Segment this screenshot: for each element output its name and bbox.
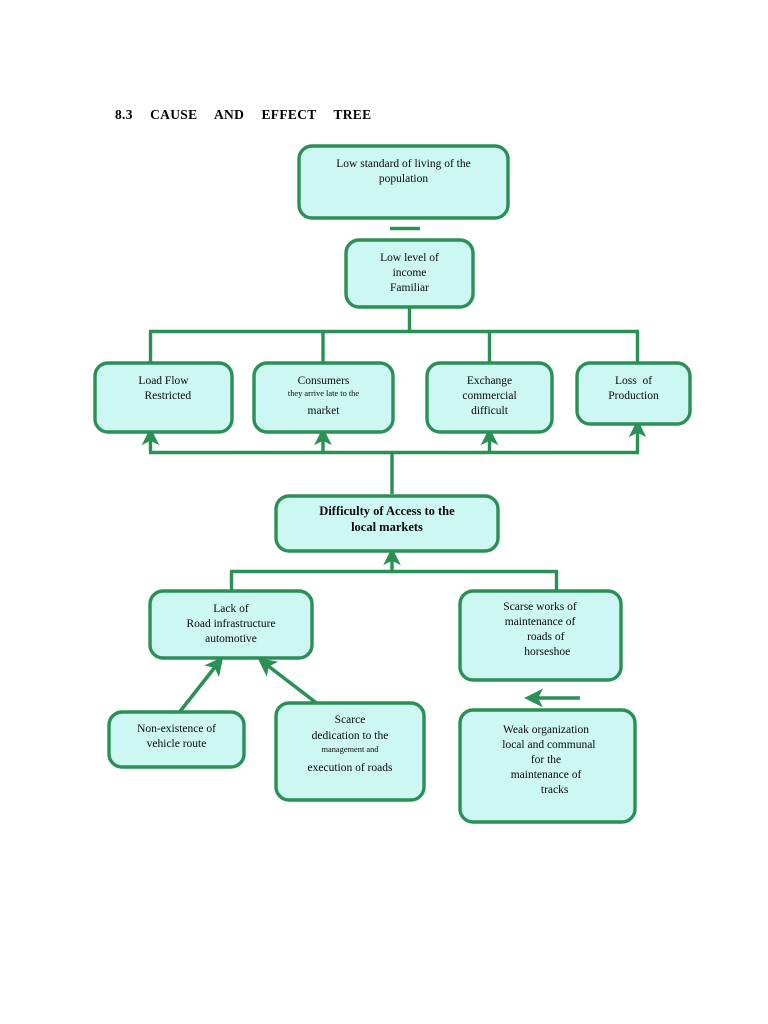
node-box-shape [107, 710, 246, 769]
node-line: maintenance of [505, 616, 576, 628]
node-line: market [308, 405, 341, 417]
connector-layer [141, 226, 647, 716]
node-line: automotive [205, 633, 257, 645]
node-line: Restricted [136, 390, 191, 402]
node-low-standard-of-living[interactable]: Low standard of living of the population [297, 144, 510, 220]
node-low-level-of-income-familiar[interactable]: Low level of income Familiar [344, 238, 475, 309]
node-load-flow-restricted[interactable]: Load Flow Restricted [93, 361, 234, 434]
arrow-scarce-dedication-to-lack [257, 657, 325, 710]
node-line: Road infrastructure [186, 618, 275, 630]
node-exchange-commercial-difficult[interactable]: Exchange commercial difficult [425, 361, 554, 434]
node-box-shape [458, 708, 637, 824]
node-line: Production [608, 390, 659, 402]
node-line: Scarce [335, 714, 366, 726]
node-box-shape [274, 701, 426, 802]
node-box-shape [274, 494, 500, 553]
node-line: Exchange [467, 375, 512, 387]
node-scarce-dedication-to-roads[interactable]: Scarce dedication to the management and … [274, 701, 426, 802]
node-line: difficult [471, 405, 509, 417]
node-line: Difficulty of Access to the [319, 504, 455, 518]
node-line-small: management and [322, 745, 380, 754]
node-line: roads of [516, 631, 565, 643]
node-line: local and communal [497, 739, 596, 751]
node-box-shape [575, 361, 692, 426]
node-lack-of-road-infrastructure[interactable]: Lack of Road infrastructure automotive [148, 589, 314, 660]
arrow-nonexistence-to-lack [176, 656, 224, 716]
node-line: horseshoe [510, 646, 570, 658]
page-title: 8.3 CAUSE AND EFFECT TREE [115, 107, 372, 122]
node-box-shape [148, 589, 314, 660]
node-box-shape [344, 238, 475, 309]
node-box-shape [93, 361, 234, 434]
node-line: local markets [351, 520, 423, 534]
node-line: Weak organization [503, 724, 589, 736]
node-line: for the [531, 754, 561, 766]
node-line: Consumers [298, 375, 350, 387]
node-line: vehicle route [147, 738, 207, 750]
node-line: Scarse works of [503, 601, 577, 613]
node-consumers-arrive-late[interactable]: Consumers they arrive late to the market [252, 361, 395, 434]
node-line: Familiar [390, 282, 429, 294]
node-line-small: they arrive late to the [288, 389, 359, 398]
node-box-shape [425, 361, 554, 434]
node-line: Low level of [380, 252, 439, 264]
node-line: dedication to the [312, 730, 389, 742]
node-line: Low standard of living of the [336, 158, 470, 170]
node-line: execution of roads [308, 762, 393, 774]
node-line: Load Flow [138, 375, 189, 387]
node-line: Lack of [213, 603, 249, 615]
node-box-shape [252, 361, 395, 434]
node-non-existence-of-vehicle-route[interactable]: Non-existence of vehicle route [107, 710, 246, 769]
node-box-shape [458, 589, 623, 682]
node-scarse-works-of-maintenance[interactable]: Scarse works of maintenance of roads of … [458, 589, 623, 682]
node-line: population [379, 173, 428, 185]
node-weak-organization-local-communal[interactable]: Weak organization local and communal for… [458, 708, 637, 824]
node-loss-of-production[interactable]: Loss of Production [575, 361, 692, 426]
node-line: Non-existence of [137, 723, 216, 735]
node-box-shape [297, 144, 510, 220]
node-line: Loss of [615, 375, 652, 387]
node-line: income [393, 267, 427, 279]
node-line: tracks [524, 784, 569, 796]
node-difficulty-of-access-core-problem[interactable]: Difficulty of Access to the local market… [274, 494, 500, 553]
node-line: maintenance of [511, 769, 582, 781]
node-line: commercial [462, 390, 516, 402]
